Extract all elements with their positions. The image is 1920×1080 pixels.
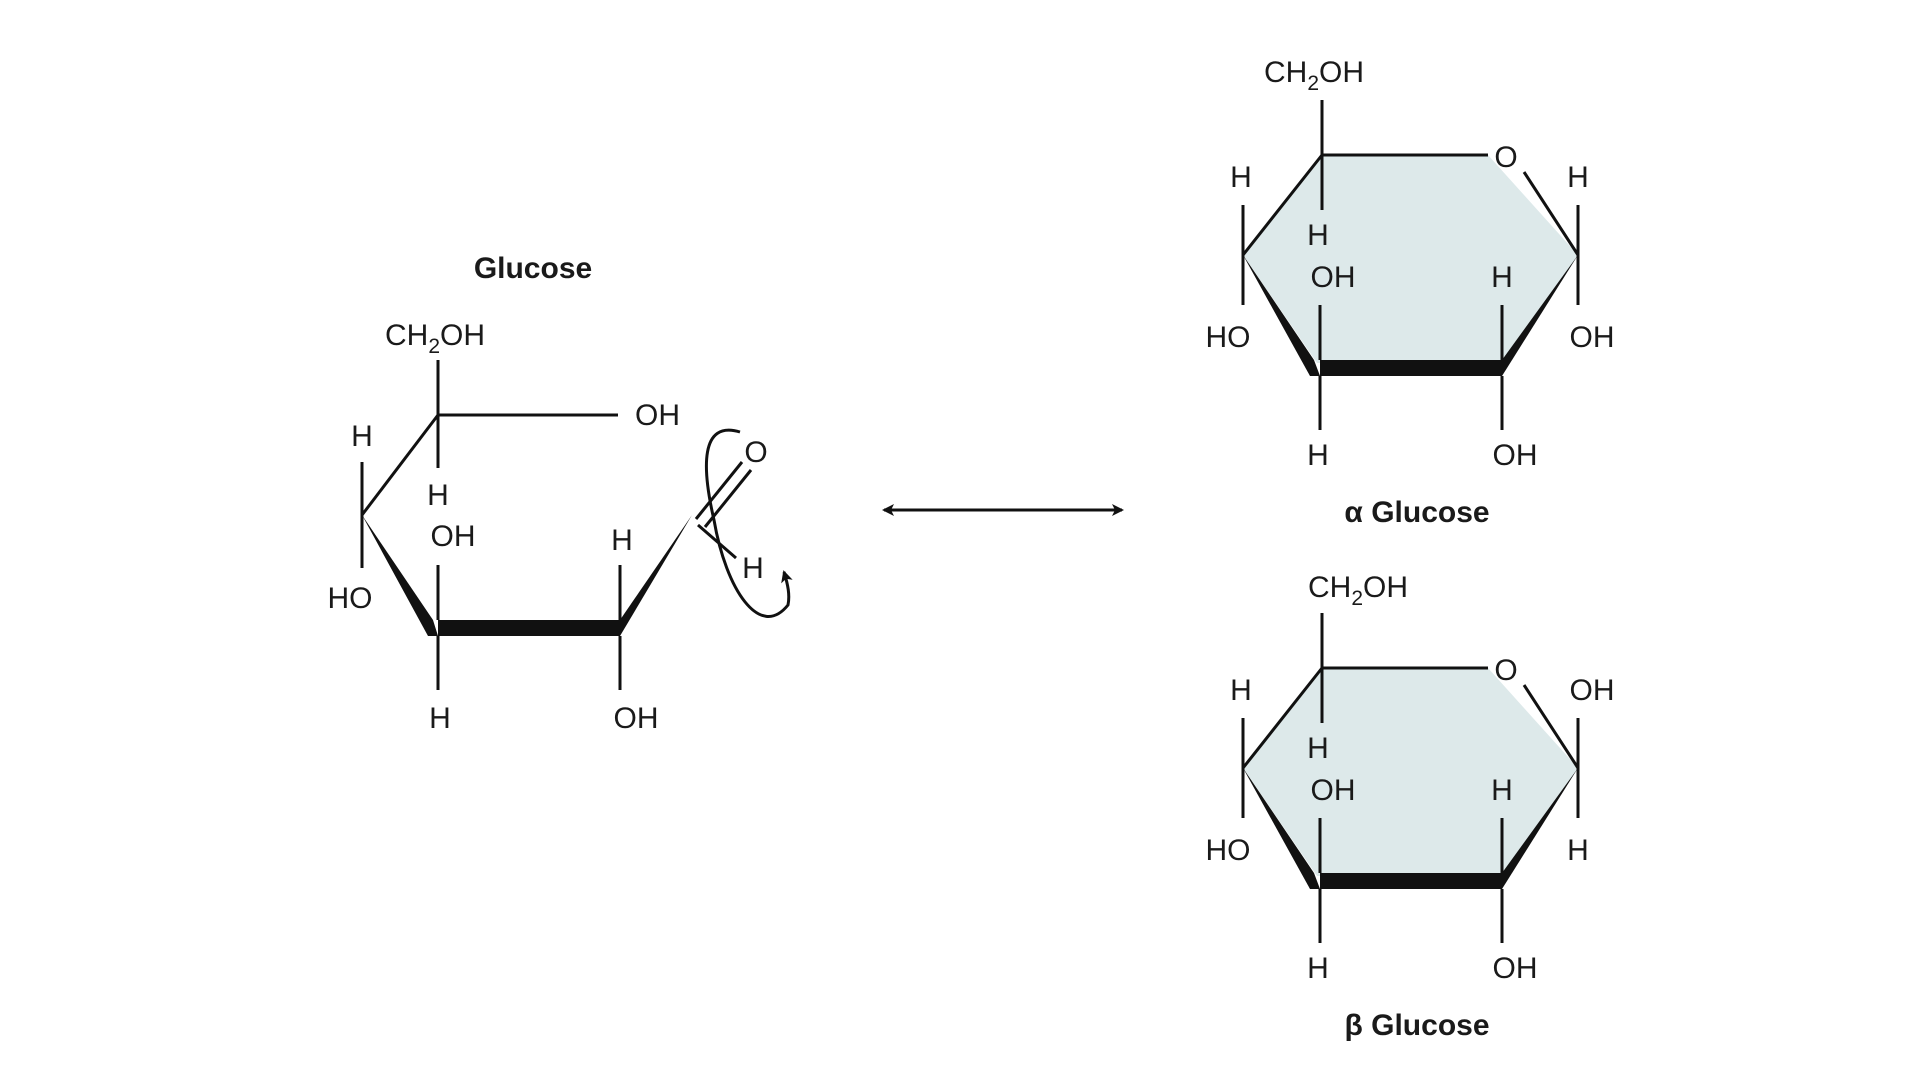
open-chain-glucose: Glucose CH2OH H H OH OH HO H H OH O H <box>328 252 793 735</box>
ho-c4: HO <box>328 582 373 615</box>
alpha-glucose-title: α Glucose <box>1344 496 1489 529</box>
alpha-h-c5-left: H <box>1230 161 1252 194</box>
alpha-bond-c5-c4 <box>1241 154 1324 256</box>
beta-oh-c1-up: OH <box>1570 674 1615 707</box>
aldehyde-hydrogen: H <box>742 552 764 585</box>
alpha-wedge-c2-c1 <box>1502 255 1578 376</box>
beta-bond-o-c1 <box>1522 684 1580 769</box>
alpha-oh-c3-up: OH <box>1311 261 1356 294</box>
beta-h-c3-down: H <box>1307 952 1329 985</box>
alpha-h-c5-down: H <box>1307 219 1329 252</box>
alpha-bold-bond-c3-c2 <box>1320 360 1502 376</box>
carbonyl-oxygen: O <box>744 436 767 469</box>
alpha-ring-fill <box>1243 155 1578 363</box>
h-c3-down: H <box>429 702 451 735</box>
alpha-ch2oh-group: CH2OH <box>1264 56 1364 95</box>
oh-ring-oxygen: OH <box>635 399 680 432</box>
beta-ring-fill <box>1243 668 1578 876</box>
beta-bond-c5-c4 <box>1241 667 1324 769</box>
bond-c1-o-a <box>694 461 744 520</box>
h-c2-up: H <box>611 524 633 557</box>
bold-bond-c3-c2 <box>438 620 620 636</box>
beta-wedge-c4-c3 <box>1243 768 1320 889</box>
beta-ho-c4: HO <box>1206 834 1251 867</box>
beta-glucose-title: β Glucose <box>1344 1009 1489 1042</box>
alpha-glucose: CH2OH O H H H OH H HO OH H OH α Glucose <box>1206 56 1615 529</box>
oh-c3-up: OH <box>431 520 476 553</box>
beta-ch2oh-group: CH2OH <box>1308 571 1408 610</box>
beta-bold-bond-c3-c2 <box>1320 873 1502 889</box>
alpha-ring-oxygen: O <box>1494 141 1517 174</box>
beta-h-c1-down: H <box>1567 834 1589 867</box>
beta-h-c2-up: H <box>1491 774 1513 807</box>
bond-c5-c4 <box>360 414 440 516</box>
curved-arrow <box>705 428 793 618</box>
beta-ring-oxygen: O <box>1494 654 1517 687</box>
alpha-ho-c4: HO <box>1206 321 1251 354</box>
open-chain-title: Glucose <box>474 252 592 285</box>
alpha-oh-c1-down: OH <box>1570 321 1615 354</box>
beta-h-c5-down: H <box>1307 732 1329 765</box>
ch2oh-group: CH2OH <box>385 319 485 358</box>
beta-wedge-c2-c1 <box>1502 768 1578 889</box>
beta-oh-c3-up: OH <box>1311 774 1356 807</box>
h-c5-down: H <box>427 479 449 512</box>
beta-glucose: CH2OH O H H OH OH H HO H H OH β Glucose <box>1206 571 1615 1042</box>
alpha-bond-o-c1 <box>1522 171 1580 256</box>
alpha-wedge-c4-c3 <box>1243 255 1320 376</box>
wedge-c4-c3 <box>362 515 438 636</box>
h-c5-left: H <box>351 420 373 453</box>
alpha-oh-c2-down: OH <box>1493 439 1538 472</box>
alpha-h-c1-up: H <box>1567 161 1589 194</box>
beta-oh-c2-down: OH <box>1493 952 1538 985</box>
oh-c2-down: OH <box>614 702 659 735</box>
alpha-h-c2-up: H <box>1491 261 1513 294</box>
wedge-c2-c1 <box>620 515 692 636</box>
beta-h-c5-left: H <box>1230 674 1252 707</box>
alpha-h-c3-down: H <box>1307 439 1329 472</box>
